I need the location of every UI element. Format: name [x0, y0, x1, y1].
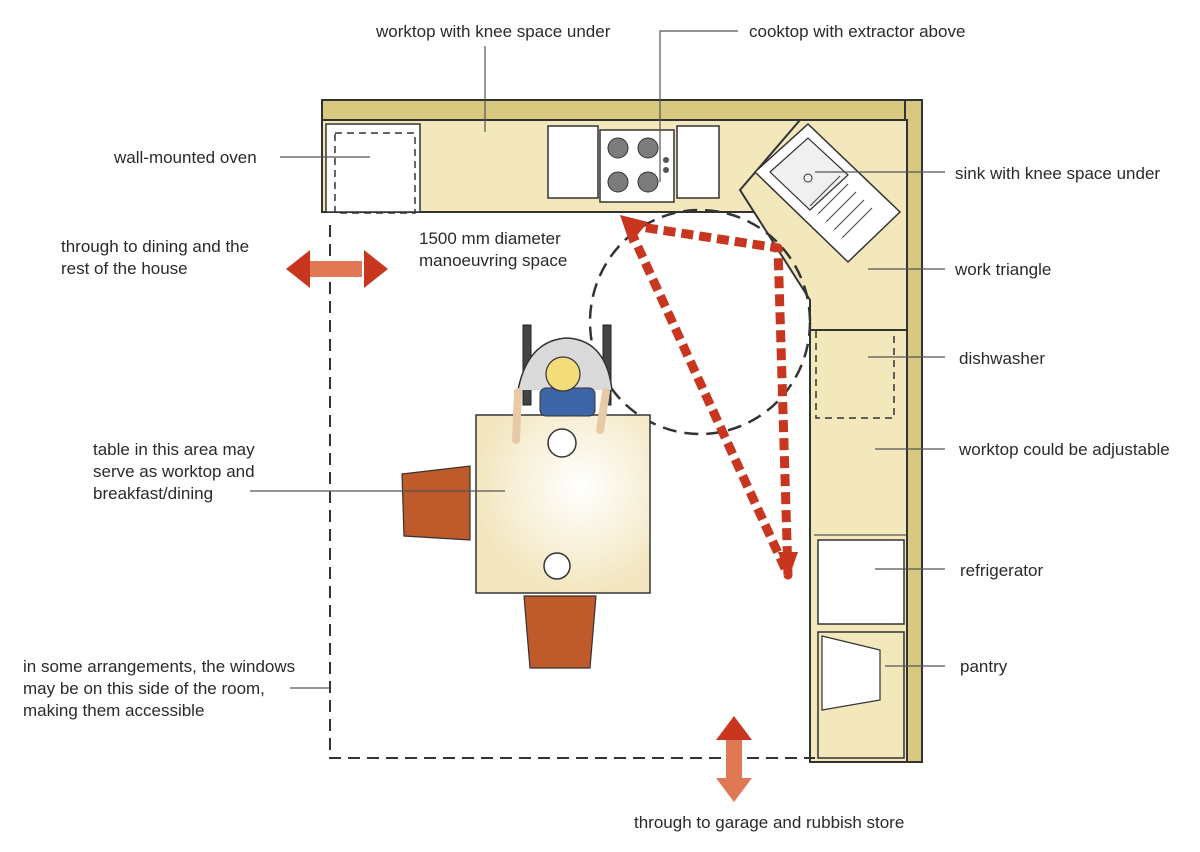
label-table: table in this area may serve as worktop … — [93, 440, 255, 503]
label-dishwasher: dishwasher — [959, 349, 1045, 368]
label-refrigerator: refrigerator — [960, 561, 1044, 580]
leader-lines — [250, 30, 945, 689]
top-wall — [321, 99, 923, 123]
label-pantry: pantry — [960, 657, 1008, 676]
label-dining: through to dining and the rest of the ho… — [61, 237, 250, 278]
cooktop-icon — [547, 125, 720, 203]
refrigerator-unit — [817, 539, 905, 625]
sink-icon — [753, 122, 902, 264]
label-manoeuvring: 1500 mm diameter manoeuvring space — [419, 229, 568, 270]
chair-left — [401, 465, 471, 541]
label-windows: in some arrangements, the windows may be… — [23, 657, 296, 720]
label-cooktop: cooktop with extractor above — [749, 22, 966, 41]
label-oven: wall-mounted oven — [114, 148, 257, 167]
chair-bottom — [523, 595, 597, 669]
wheelchair-user-icon — [512, 324, 613, 444]
label-worktop-adjustable: worktop could be adjustable — [959, 440, 1170, 459]
dining-arrow — [286, 250, 388, 288]
label-worktop-knee: worktop with knee space under — [376, 22, 611, 41]
label-garage: through to garage and rubbish store — [634, 813, 905, 832]
oven-icon — [325, 123, 421, 214]
manoeuvring-circle — [588, 208, 812, 436]
garage-arrow — [716, 716, 752, 802]
label-sink: sink with knee space under — [955, 164, 1161, 183]
work-triangle — [620, 215, 798, 580]
label-work-triangle: work triangle — [955, 260, 1052, 279]
room-boundary — [329, 225, 815, 759]
dishwasher-unit — [815, 329, 895, 419]
